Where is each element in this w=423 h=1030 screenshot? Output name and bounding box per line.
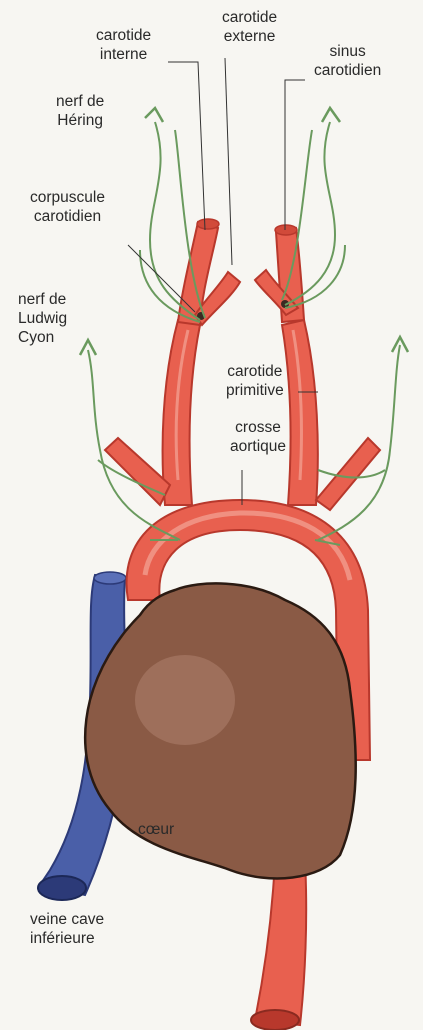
label-carotide-externe: carotide externe [222, 8, 277, 46]
label-line: corpuscule [30, 188, 105, 207]
label-line: aortique [230, 437, 286, 456]
label-coeur: cœur [138, 820, 174, 839]
label-line: sinus [314, 42, 381, 61]
label-veine-cave: veine cave inférieure [30, 910, 104, 948]
label-line: externe [222, 27, 277, 46]
nerves [80, 108, 408, 545]
label-line: carotide [226, 362, 284, 381]
label-line: carotide [96, 26, 151, 45]
label-line: crosse [230, 418, 286, 437]
label-corpuscule-carotidien: corpuscule carotidien [30, 188, 105, 226]
label-line: nerf de [56, 92, 104, 111]
label-line: interne [96, 45, 151, 64]
label-line: Héring [56, 111, 104, 130]
label-nerf-hering: nerf de Héring [56, 92, 104, 130]
label-line: veine cave [30, 910, 104, 929]
label-line: Ludwig [18, 309, 67, 328]
label-crosse-aortique: crosse aortique [230, 418, 286, 456]
label-line: inférieure [30, 929, 104, 948]
label-line: carotidien [30, 207, 105, 226]
label-carotide-interne: carotide interne [96, 26, 151, 64]
label-carotide-primitive: carotide primitive [226, 362, 284, 400]
label-line: cœur [138, 820, 174, 839]
label-line: carotidien [314, 61, 381, 80]
label-line: nerf de [18, 290, 67, 309]
label-sinus-carotidien: sinus carotidien [314, 42, 381, 80]
label-nerf-ludwig-cyon: nerf de Ludwig Cyon [18, 290, 67, 347]
label-line: primitive [226, 381, 284, 400]
label-line: Cyon [18, 328, 67, 347]
descending-aorta [251, 860, 306, 1030]
label-line: carotide [222, 8, 277, 27]
heart [85, 583, 356, 878]
